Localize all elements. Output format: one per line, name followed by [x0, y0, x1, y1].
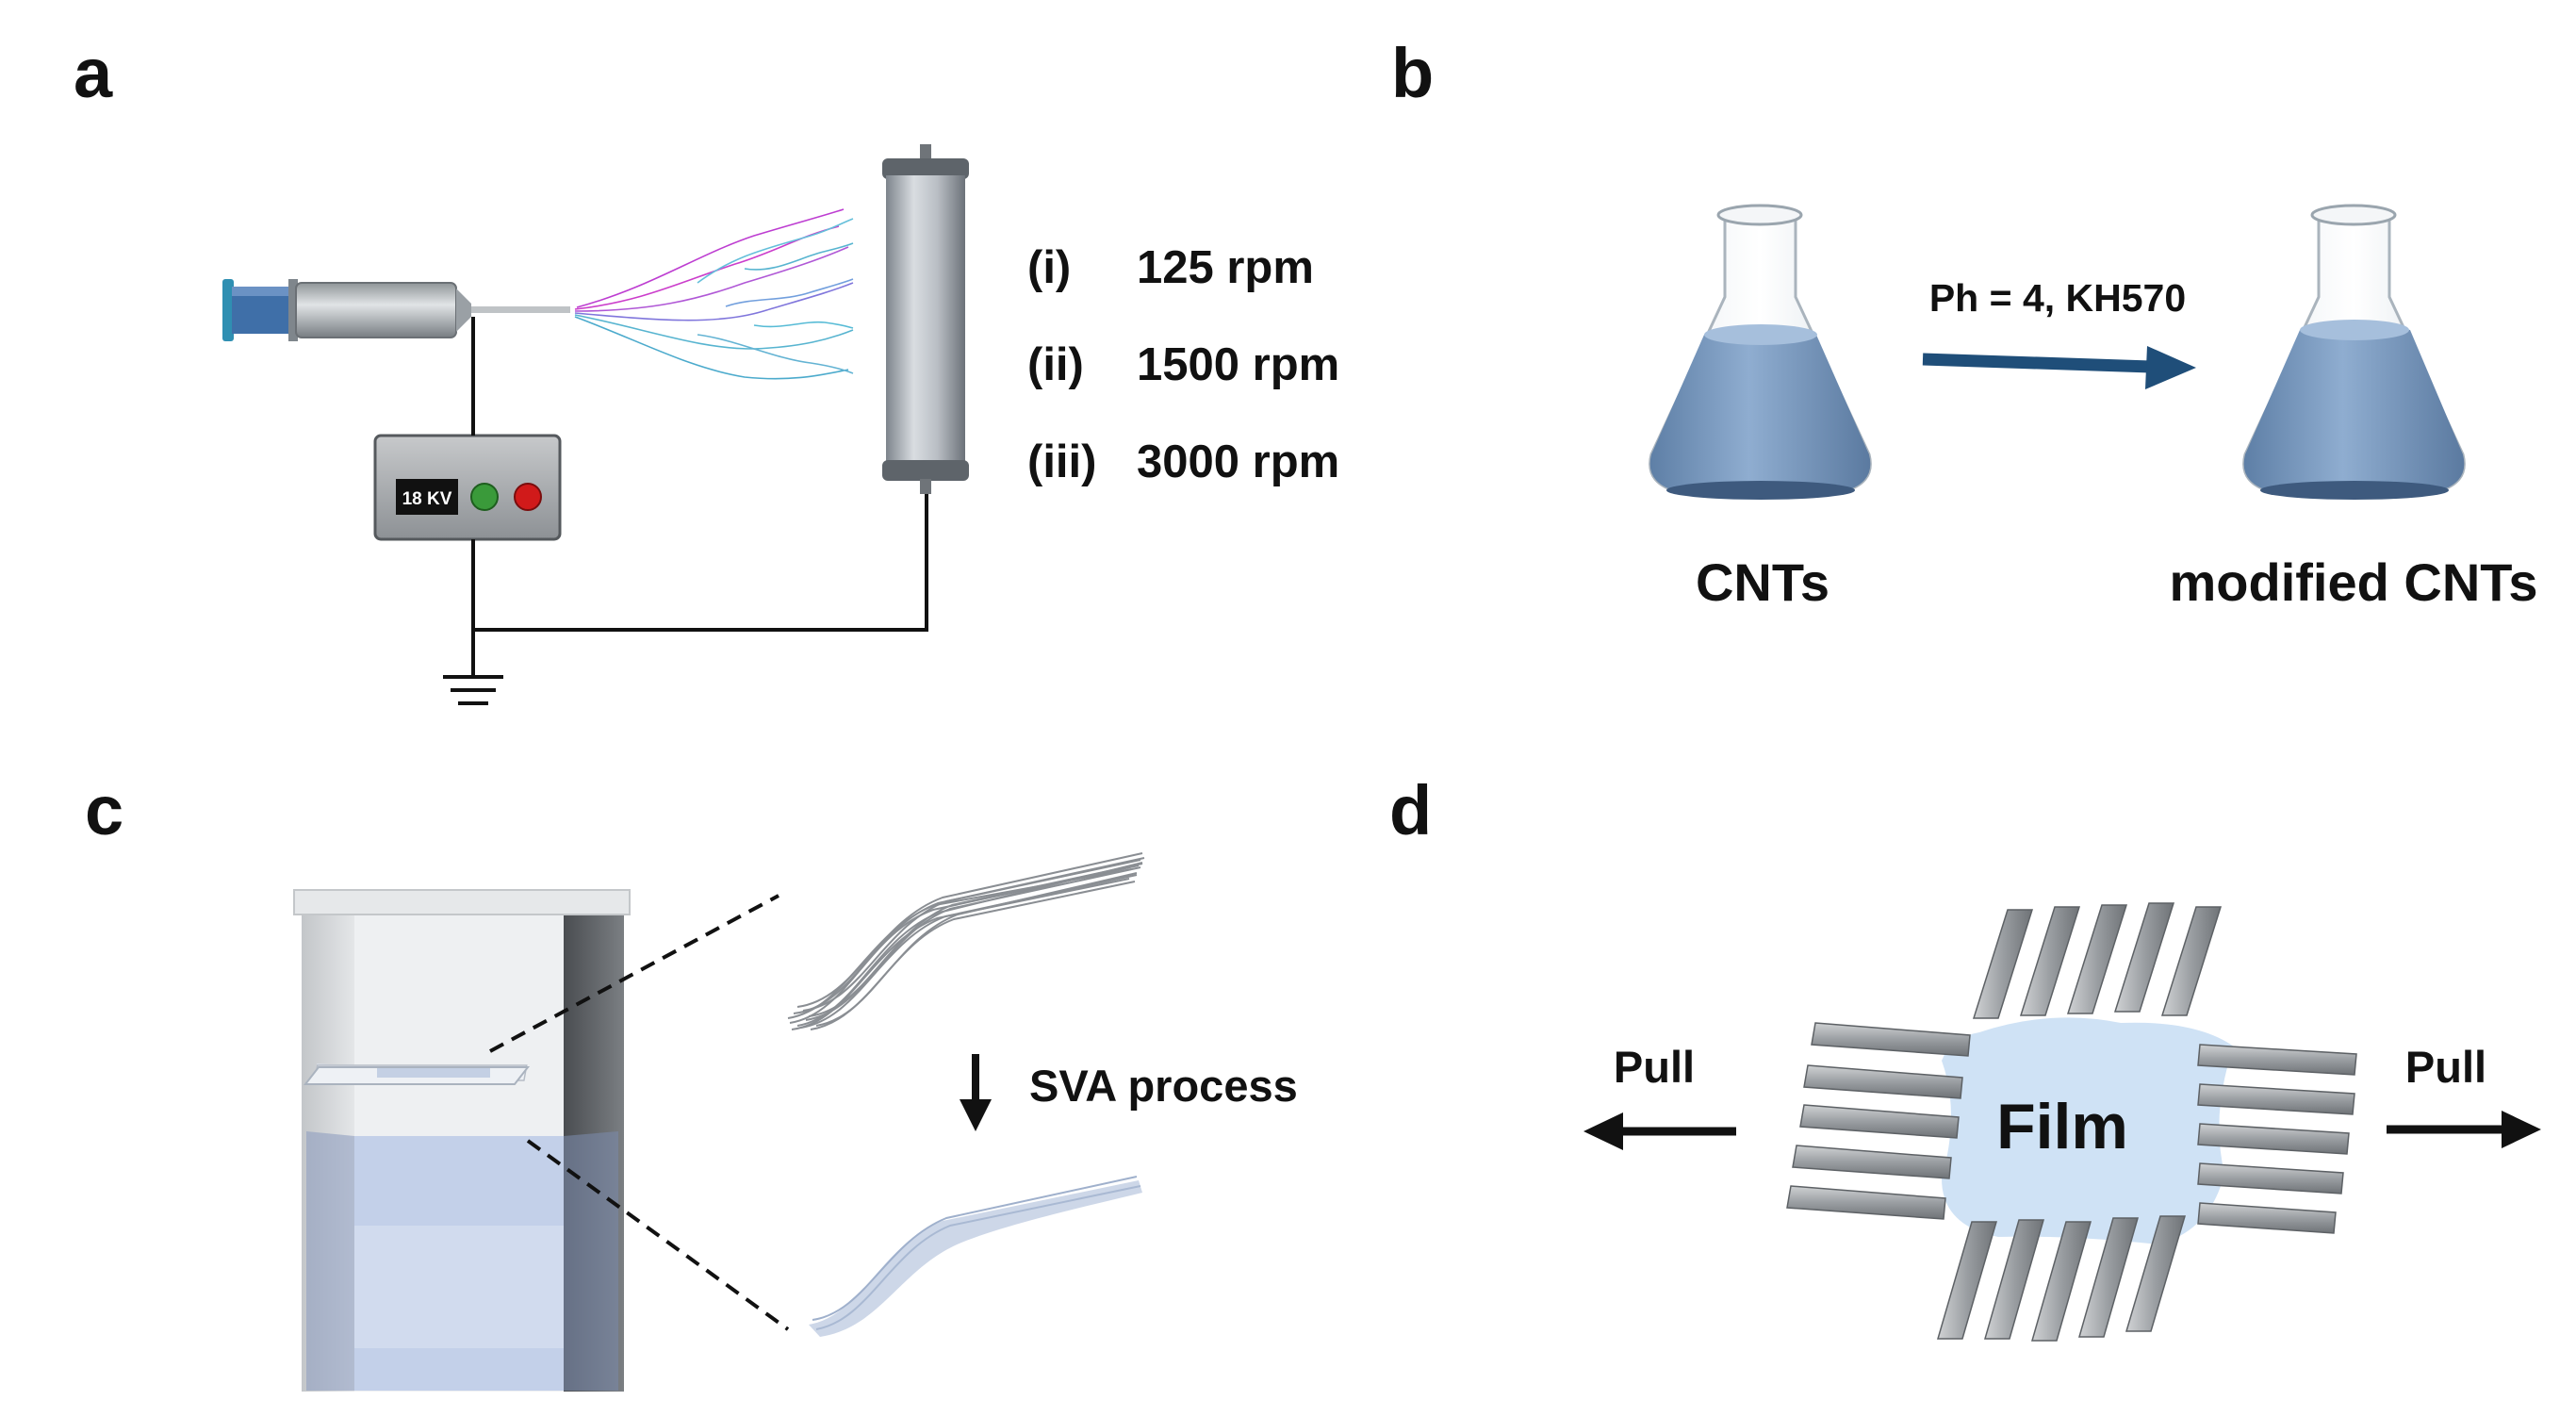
pull-label-right: Pull	[2405, 1042, 2486, 1092]
panel-c: c	[85, 771, 1298, 1392]
reaction-condition: Ph = 4, KH570	[1929, 276, 2186, 320]
speed-value-3: 3000 rpm	[1137, 437, 1339, 487]
panel-label-c: c	[85, 771, 123, 849]
film-sheet	[1942, 1017, 2234, 1244]
pull-label-left: Pull	[1614, 1042, 1695, 1092]
fiber-jet	[574, 208, 854, 380]
flask-label-cnts: CNTs	[1696, 552, 1829, 612]
treated-film	[809, 1176, 1142, 1337]
film-label: Film	[1996, 1091, 2128, 1162]
syringe	[222, 279, 570, 341]
rotating-collector	[882, 144, 969, 494]
voltage-display: 18 KV	[402, 489, 452, 509]
flask-cnts	[1649, 204, 1872, 500]
sva-arrow	[960, 1054, 992, 1131]
speed-index-3: (iii)	[1027, 437, 1096, 487]
solvent-chamber	[293, 889, 631, 1392]
speed-index-2: (ii)	[1027, 339, 1084, 390]
reaction-arrow	[1922, 346, 2196, 389]
sva-process-label: SVA process	[1029, 1061, 1298, 1111]
zoom-lines	[489, 894, 790, 1331]
panel-a: a	[74, 34, 1339, 705]
panel-b: b Ph = 4, KH570 CNTs modified CNTs	[1391, 34, 2537, 612]
panel-d: d Film	[1389, 771, 2541, 1342]
red-button	[514, 483, 542, 511]
aligned-fiber-mat	[787, 852, 1145, 1030]
speed-index-1: (i)	[1027, 242, 1071, 293]
circuit-wires	[443, 317, 928, 705]
clips-left	[1786, 1022, 1971, 1220]
speed-value-2: 1500 rpm	[1137, 339, 1339, 390]
power-supply: 18 KV	[373, 434, 562, 541]
speed-value-1: 125 rpm	[1137, 242, 1314, 293]
pull-arrow-right	[2387, 1111, 2541, 1148]
panel-label-a: a	[74, 34, 113, 112]
flask-modified-cnts	[2242, 204, 2466, 500]
clips-top	[1972, 902, 2223, 1019]
flask-label-modified: modified CNTs	[2170, 552, 2538, 612]
clips-right	[2197, 1044, 2357, 1234]
speed-list: (i) 125 rpm (ii) 1500 rpm (iii) 3000 rpm	[1027, 242, 1339, 487]
clips-bottom	[1937, 1215, 2187, 1342]
pull-arrow-left	[1583, 1112, 1736, 1150]
panel-label-d: d	[1389, 771, 1432, 849]
green-button	[470, 483, 499, 511]
panel-label-b: b	[1391, 34, 1434, 112]
